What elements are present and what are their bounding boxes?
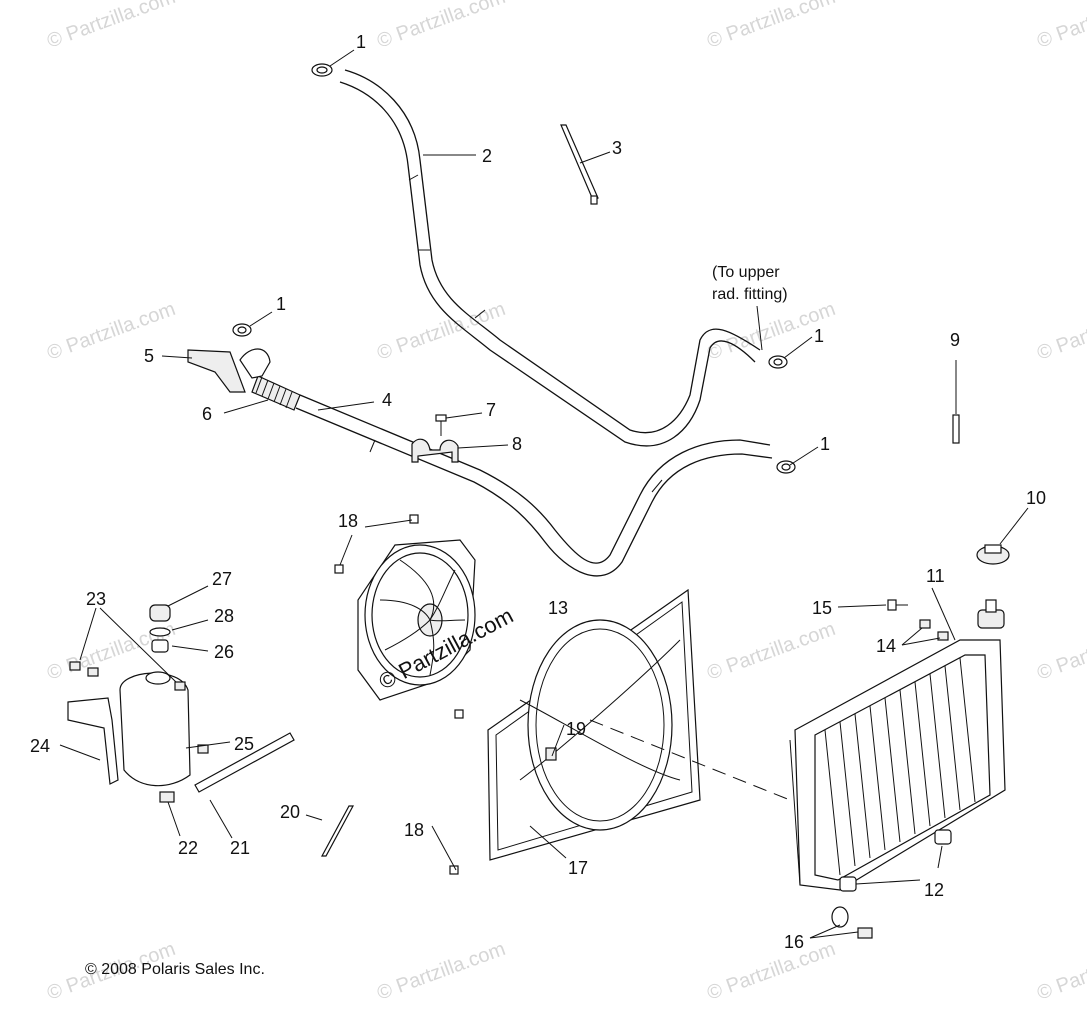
watermark: © Partzilla.com: [1034, 298, 1087, 365]
callout-7: 7: [486, 400, 496, 420]
corrugated-hose: [239, 348, 301, 411]
callout-5: 5: [144, 346, 154, 366]
elbow-fitting: [187, 349, 246, 393]
o-ring-16: [831, 906, 849, 928]
callout-6: 6: [202, 404, 212, 424]
fitting-22: [159, 791, 175, 803]
radiator-cap: [976, 544, 1010, 565]
callout-20: 20: [280, 802, 300, 822]
callout-3: 3: [612, 138, 622, 158]
note-line-2: rad. fitting): [712, 286, 788, 303]
watermark: © Partzilla.com: [374, 938, 508, 1005]
callout-23: 23: [86, 589, 106, 609]
callout-24: 24: [30, 736, 50, 756]
callout-19: 19: [566, 719, 586, 739]
bracket-24: [67, 697, 119, 785]
callout-27: 27: [212, 569, 232, 589]
radiator-fan: [357, 539, 476, 701]
sensor-16: [857, 927, 873, 939]
hose-clamp-top: [311, 63, 333, 77]
callout-1: 1: [276, 294, 286, 314]
fitting-26: [151, 639, 169, 653]
callout-14: 14: [876, 636, 896, 656]
screw-23c: [174, 681, 186, 691]
callout-1: 1: [820, 434, 830, 454]
hose-clip: [411, 438, 459, 463]
radiator: [789, 599, 1006, 891]
callout-4: 4: [382, 390, 392, 410]
callout-11: 11: [926, 566, 945, 586]
pin-9: [952, 414, 960, 444]
callout-12: 12: [924, 880, 944, 900]
overflow-tube-21: [194, 732, 295, 793]
screw-23a: [69, 661, 81, 671]
seal-28: [149, 627, 171, 637]
nut-14b: [937, 631, 949, 641]
hose-clamp-right-upper: [768, 355, 788, 369]
watermark: © Partzilla.com: [1034, 618, 1087, 685]
coolant-reservoir: [119, 671, 191, 787]
callout-21: 21: [230, 838, 250, 858]
callout-1: 1: [814, 326, 824, 346]
screw-23b: [87, 667, 99, 677]
screw-23d: [197, 744, 209, 754]
watermark: © Partzilla.com: [44, 298, 178, 365]
fan-shroud: [487, 588, 701, 861]
callout-18: 18: [338, 511, 358, 531]
lower-coolant-hose: [295, 394, 773, 577]
watermark: © Partzilla.com: [704, 938, 838, 1005]
callout-10: 10: [1026, 488, 1046, 508]
cable-tie: [560, 124, 599, 205]
alignment-line: [589, 719, 791, 801]
callout-17: 17: [568, 858, 588, 878]
rod-20: [320, 805, 355, 857]
watermark: © Partzilla.com: [704, 618, 838, 685]
callout-16: 16: [784, 932, 804, 952]
callout-26: 26: [214, 642, 234, 662]
watermark: © Partzilla.com: [1034, 938, 1087, 1005]
callout-8: 8: [512, 434, 522, 454]
nut-14a: [919, 619, 931, 629]
watermark-grid: © Partzilla.com © Partzilla.com © Partzi…: [44, 0, 1087, 1005]
screw-18b: [334, 564, 344, 574]
grommet-12a: [934, 829, 952, 845]
callouts: 1 2 3 1 5 6 4 7 8 1 1 9 10 11 15 14 12 1…: [30, 32, 1046, 952]
hose-clamp-left: [232, 323, 252, 337]
note-line-1: (To upper: [712, 264, 780, 281]
callout-13: 13: [548, 598, 568, 618]
grommet-12b: [839, 876, 857, 892]
callout-9: 9: [950, 330, 960, 350]
callout-28: 28: [214, 606, 234, 626]
callout-2: 2: [482, 146, 492, 166]
screw-18a: [409, 514, 419, 524]
copyright-text: © 2008 Polaris Sales Inc.: [85, 961, 265, 978]
bolt-15: [887, 599, 908, 611]
watermark: © Partzilla.com: [44, 0, 178, 53]
leader-lines: [59, 49, 1029, 939]
watermark: © Partzilla.com: [704, 0, 838, 53]
callout-1: 1: [356, 32, 366, 52]
watermark: © Partzilla.com: [374, 0, 508, 53]
hose-clamp-right-lower: [776, 460, 796, 474]
screw-18c: [454, 709, 464, 719]
bolt-7: [435, 414, 447, 436]
callout-25: 25: [234, 734, 254, 754]
upper-coolant-hose: [339, 69, 761, 447]
callout-22: 22: [178, 838, 198, 858]
callout-15: 15: [812, 598, 832, 618]
callout-18: 18: [404, 820, 424, 840]
watermark: © Partzilla.com: [1034, 0, 1087, 53]
cap-27: [149, 604, 171, 622]
